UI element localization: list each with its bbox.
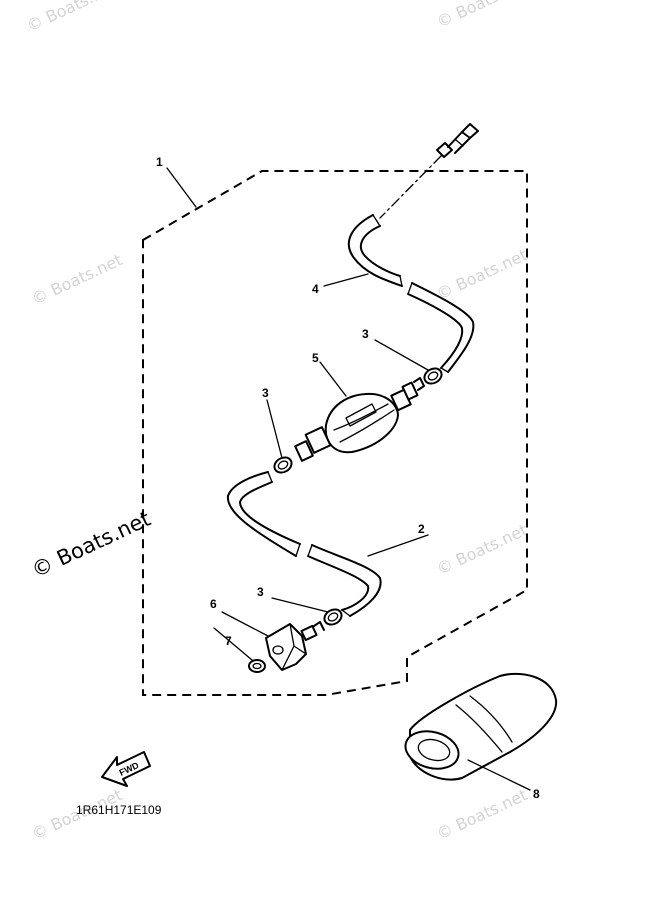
callout-3: 3 — [262, 386, 269, 400]
watermark-dark: © Boats.net — [28, 507, 154, 583]
watermark: © Boats.net — [434, 0, 530, 32]
callout-7: 7 — [225, 634, 232, 648]
callout-4: 4 — [312, 282, 319, 296]
fwd-arrow-icon: FWD — [101, 751, 151, 787]
hose-clamp — [423, 367, 443, 385]
dash-dot-line — [379, 155, 442, 219]
primer-bulb — [294, 377, 425, 462]
hose-clamp — [273, 456, 293, 474]
hose-connector-top — [436, 123, 479, 158]
callout-2: 2 — [418, 522, 425, 536]
diagram-code: 1R61H171E109 — [76, 803, 162, 817]
callout-3: 3 — [362, 327, 369, 341]
hose-clamp — [323, 608, 343, 626]
connector-cover — [404, 672, 558, 781]
callout-5: 5 — [312, 351, 319, 365]
upper-hose — [347, 214, 475, 373]
watermark: © Boats.net — [434, 520, 530, 578]
callout-1: 1 — [156, 155, 163, 169]
callout-6: 6 — [210, 597, 217, 611]
watermark: © Boats.net — [434, 245, 530, 303]
callout-3: 3 — [257, 585, 264, 599]
assembly-boundary — [142, 170, 528, 696]
lower-hose — [226, 471, 382, 617]
watermark: © Boats.net — [24, 0, 120, 36]
o-ring — [248, 659, 266, 673]
fuel-connector — [265, 621, 325, 671]
watermark: © Boats.net — [29, 250, 125, 308]
watermark: © Boats.net — [434, 785, 530, 843]
leader-lines — [166, 167, 531, 791]
callout-8: 8 — [533, 787, 540, 801]
